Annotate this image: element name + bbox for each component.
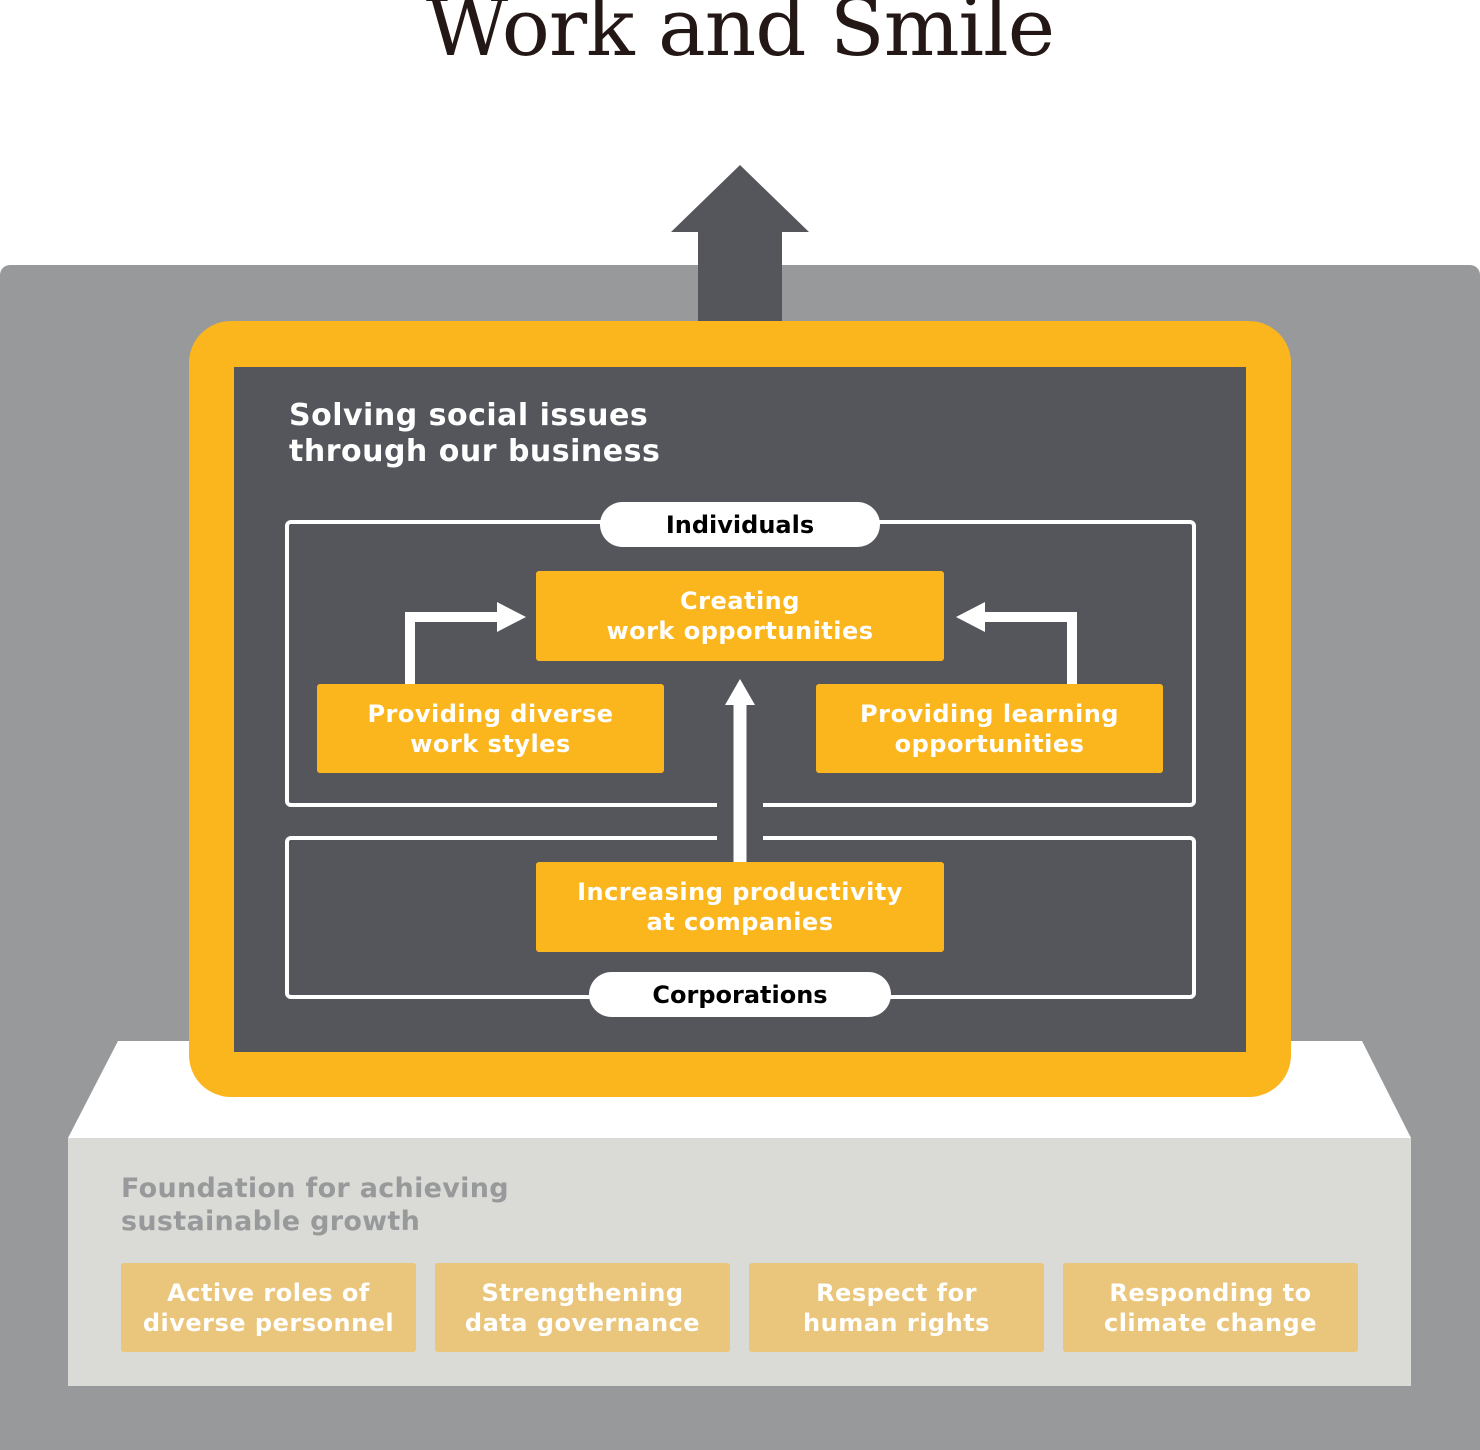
diagram-title: Work and Smile bbox=[425, 0, 1055, 74]
foundation-item-human-rights: Respect for human rights bbox=[749, 1263, 1044, 1352]
panel-title-line-1: Solving social issues bbox=[289, 398, 649, 433]
creating-work-opportunities: Creating work opportunities bbox=[536, 571, 944, 661]
providing-learning-opportunities: Providing learning opportunities bbox=[816, 684, 1163, 773]
box-line: Creating bbox=[680, 587, 800, 615]
providing-diverse-work-styles: Providing diverse work styles bbox=[317, 684, 664, 773]
foundation-item-line: Strengthening bbox=[481, 1278, 684, 1307]
foundation-item-line: climate change bbox=[1103, 1308, 1318, 1337]
box-line: opportunities bbox=[894, 729, 1085, 758]
foundation-item-line: Active roles of bbox=[167, 1278, 370, 1307]
box-line: Providing diverse bbox=[367, 699, 614, 728]
foundation-item-line: human rights bbox=[803, 1308, 990, 1337]
increasing-productivity: Increasing productivity at companies bbox=[536, 862, 944, 952]
box-line: work opportunities bbox=[606, 617, 874, 645]
box-line: Increasing productivity bbox=[577, 878, 903, 906]
up-arrow-icon bbox=[671, 165, 809, 232]
foundation-item-climate-change: Responding to climate change bbox=[1063, 1263, 1358, 1352]
panel-title: Solving social issues through our busine… bbox=[289, 398, 660, 470]
right-arrow-head-icon bbox=[956, 602, 985, 632]
foundation-item-data-governance: Strengthening data governance bbox=[435, 1263, 730, 1352]
foundation-item-line: data governance bbox=[464, 1308, 701, 1337]
box-line: Providing learning bbox=[860, 699, 1119, 728]
left-elbow-arrow bbox=[405, 612, 500, 684]
foundation-item-line: diverse personnel bbox=[142, 1308, 395, 1337]
foundation-title-line-2: sustainable growth bbox=[121, 1206, 421, 1237]
up-arrow-shaft bbox=[698, 229, 782, 324]
foundation-title-line-1: Foundation for achieving bbox=[121, 1173, 509, 1204]
left-arrow-head-icon bbox=[497, 602, 526, 632]
foundation-item-line: Responding to bbox=[1109, 1278, 1312, 1307]
panel-title-line-2: through our business bbox=[289, 434, 661, 469]
box-line: work styles bbox=[410, 729, 571, 758]
center-arrow-head-icon bbox=[725, 679, 755, 705]
foundation-item-diverse-personnel: Active roles of diverse personnel bbox=[121, 1263, 416, 1352]
box-line: at companies bbox=[646, 908, 834, 936]
foundation-item-line: Respect for bbox=[816, 1278, 977, 1307]
individuals-label: Individuals bbox=[600, 502, 880, 547]
corporations-label: Corporations bbox=[589, 972, 891, 1017]
foundation-title: Foundation for achieving sustainable gro… bbox=[121, 1172, 509, 1238]
right-elbow-arrow bbox=[982, 612, 1077, 684]
